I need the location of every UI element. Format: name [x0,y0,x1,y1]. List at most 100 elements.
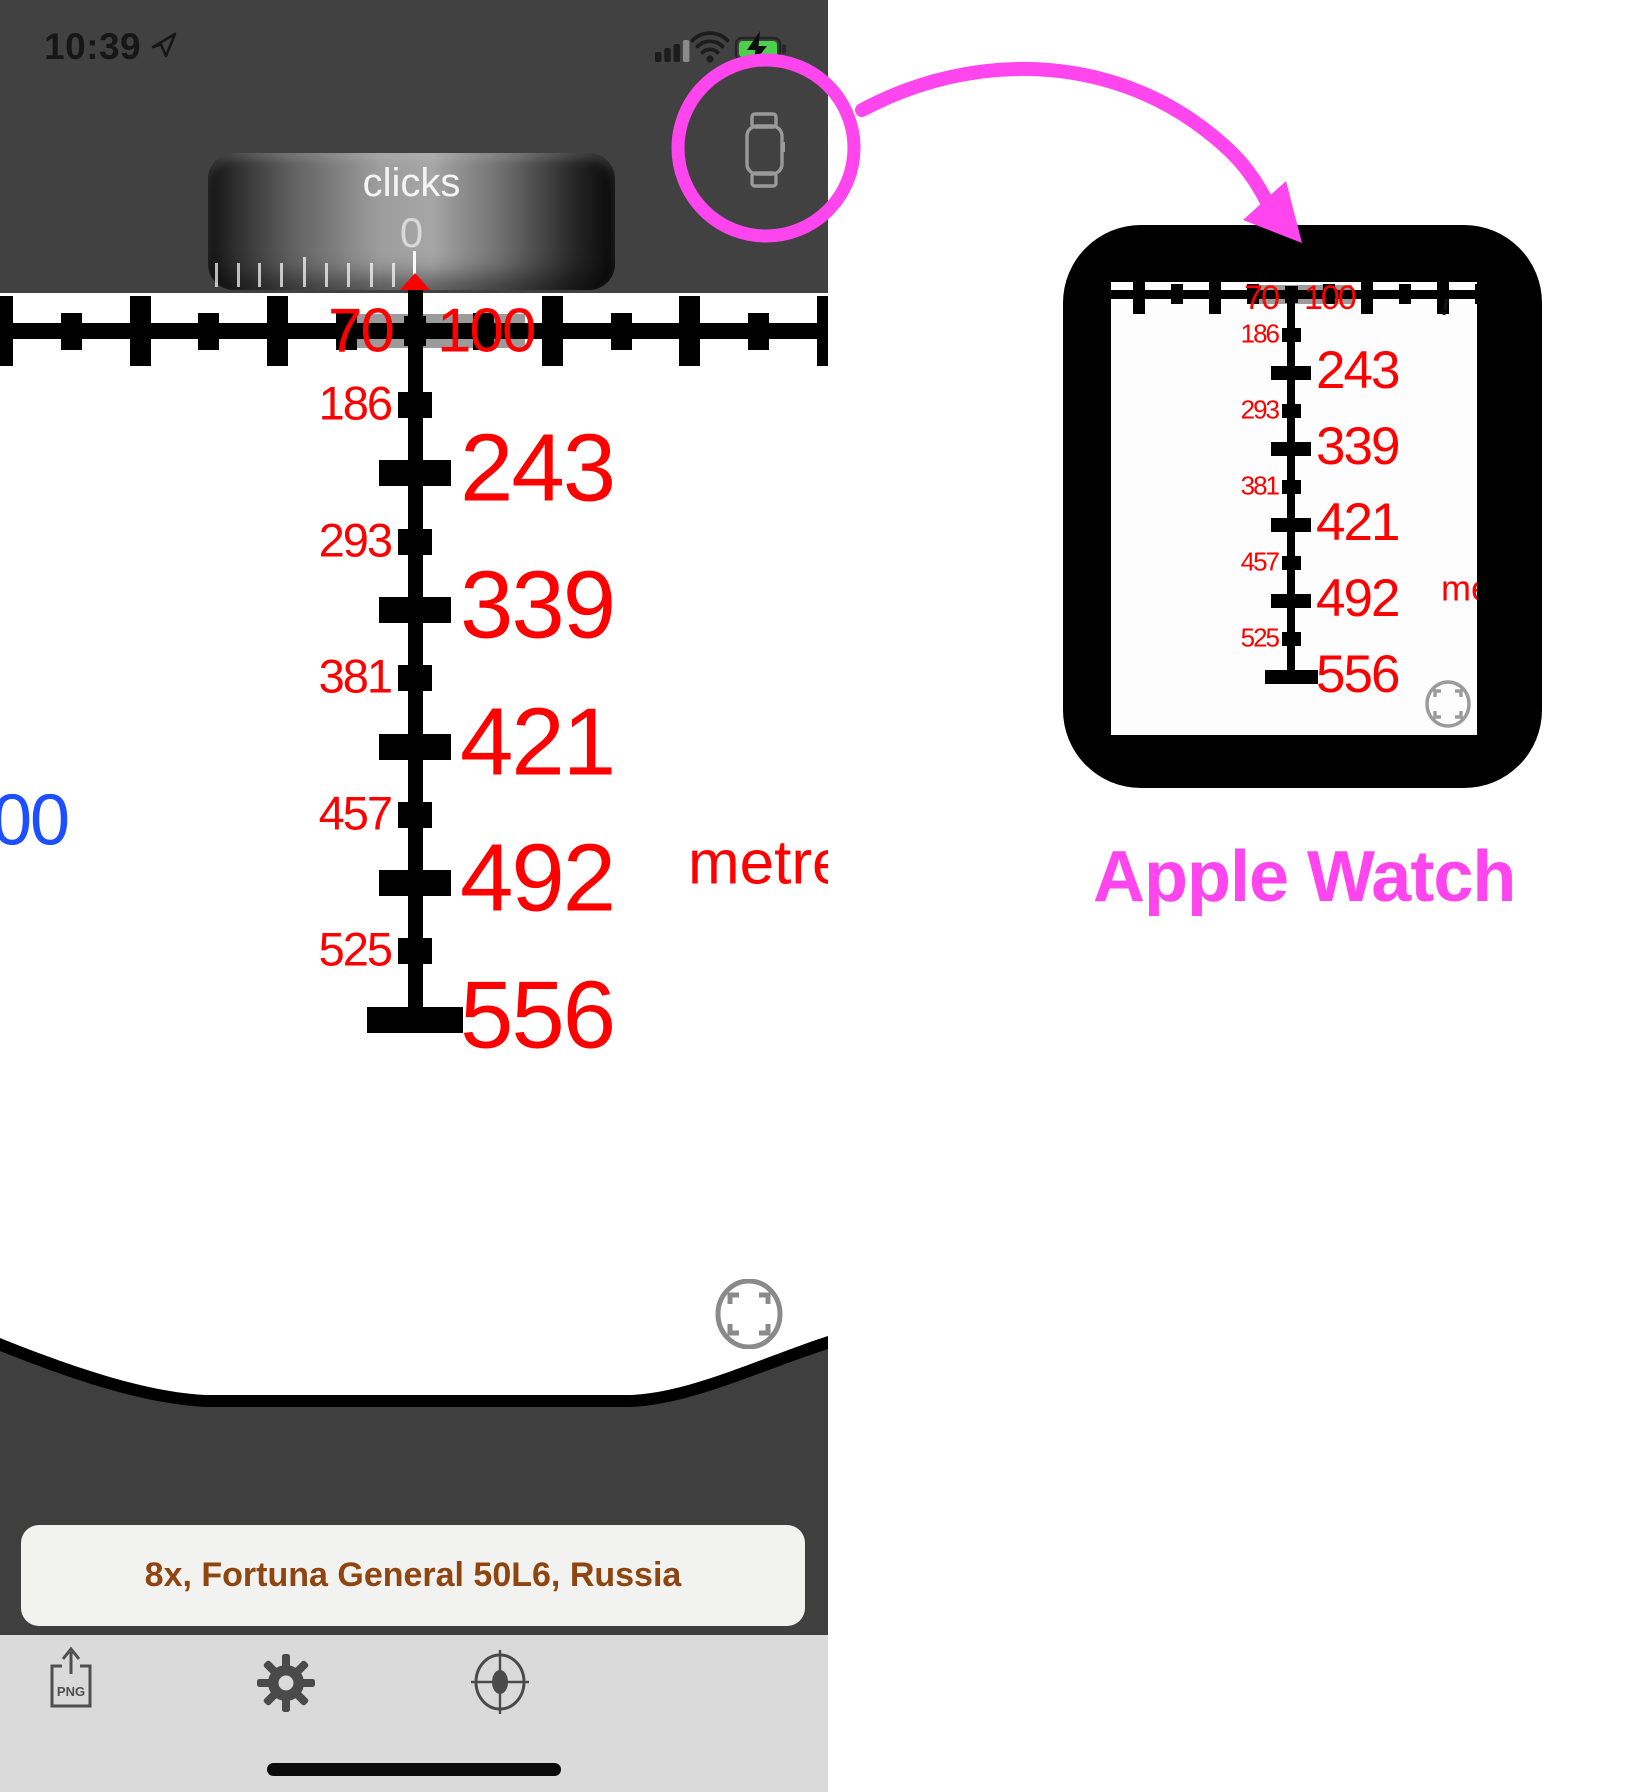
reticle-tick [61,312,82,350]
dial-tick [258,263,261,287]
reticle-tick [1281,328,1301,342]
iphone-screen: 10:39 [0,0,828,1792]
reticle-range-label: 186 [1240,318,1280,349]
reticle-tick [198,312,220,350]
reticle-range-label: 381 [1240,470,1280,501]
reticle-range-label: 293 [1240,394,1280,425]
battery-icon [734,31,786,64]
scope-info-button[interactable]: 8x, Fortuna General 50L6, Russia [21,1525,805,1626]
reticle-tick [1247,284,1259,304]
location-arrow-icon [151,32,177,58]
dial-tick [370,263,373,287]
reticle-tick [1171,284,1183,304]
dial-tick [280,263,283,287]
reticle-tick [1361,282,1373,314]
watch-fullscreen-icon [1425,680,1471,728]
dial-label: clicks [362,161,461,205]
reticle-tick [1133,282,1145,314]
reticle-tick [335,312,357,350]
reticle-display: 18624329333938142145749252555670100metre… [0,286,828,1068]
dial-tick [392,263,395,287]
reticle-h-label: 70 [328,296,395,366]
png-export-label: PNG [56,1684,86,1699]
reticle-tick [379,596,451,623]
reticle-range-label: 339 [460,551,616,659]
reticle-tick [816,296,828,366]
reticle-range-label: 556 [460,961,616,1069]
reticle-tick [679,296,701,366]
reticle-tick [1281,556,1301,570]
reticle-range-label: 293 [318,512,393,566]
reticle-tick [1264,670,1318,684]
reticle-tick [379,733,451,760]
reticle-range-label: 492 [460,824,616,932]
reticle-tick [398,665,432,692]
reticle-tick [1437,282,1449,314]
reticle-tick [541,296,563,366]
reticle-range-label: 243 [460,414,616,522]
reticle-tick [1281,632,1301,646]
reticle-tick [367,1006,463,1033]
reticle-h-label: 70 [1244,282,1280,317]
reticle-tick [1271,442,1311,456]
watch-caption: Apple Watch [1093,837,1516,917]
dial-value: 0 [399,209,424,256]
reticle-tick [473,312,495,350]
unit-label: metres [1441,567,1477,609]
wifi-icon [690,31,730,63]
reticle-range-label: 457 [1240,546,1280,577]
reticle-range-label: 525 [318,922,393,976]
reticle-tick [610,312,632,350]
watch-screen: 18624329333938142145749252555670100metre… [1111,282,1477,735]
reticle-range-label: 243 [1316,341,1400,401]
dial-tick [325,263,328,287]
reticle-tick [748,312,769,350]
reticle-tick [1475,284,1477,304]
status-time: 10:39 [44,26,142,67]
gear-icon [257,1654,315,1712]
reticle-tick [1209,282,1221,314]
reticle-range-label: 421 [1316,493,1400,553]
png-export-button[interactable] [44,1646,98,1710]
clicks-dial[interactable]: clicks 0 [208,153,615,290]
reticle-tick [0,296,14,366]
reticle-tick [1281,404,1301,418]
fullscreen-button[interactable] [714,1279,784,1349]
reticle-h-label: 100 [1304,282,1357,317]
watch-icon [745,112,785,188]
reticle-range-label: 525 [1240,622,1280,653]
reticle-tick [379,870,451,897]
reticle-tick [1271,594,1311,608]
signal-icon [655,40,690,62]
scope-info-label: 8x, Fortuna General 50L6, Russia [144,1556,682,1594]
reticle-tick [398,392,432,418]
settings-button[interactable] [255,1652,317,1714]
reticle-tick [129,296,151,366]
annotation-arrow [855,61,1274,209]
reticle-tick [1281,480,1301,494]
header-panel: 10:39 [0,0,828,293]
dial-tick [303,257,306,287]
reticle-tick [404,316,426,346]
export-png-icon [50,1646,92,1708]
apple-watch-mockup: 18624329333938142145749252555670100metre… [1063,225,1542,788]
reticle-tick [1271,366,1311,380]
dial-tick [215,263,218,287]
reticle-tick [398,801,432,828]
home-indicator[interactable] [267,1763,561,1776]
status-icons [655,31,786,64]
target-icon [471,1650,529,1714]
reticle-range-label: 421 [460,688,616,796]
dial-pointer [400,273,430,290]
viewfinder-icon [715,1279,783,1349]
reticle-tick [267,296,289,366]
reticle-select-button[interactable] [471,1650,529,1714]
edge-range-label: 00 [0,780,70,861]
reticle-tick [398,938,432,965]
dial-tick [413,251,416,287]
reticle-range-label: 556 [1316,645,1400,705]
reticle-tick [398,528,432,555]
watch-connect-button[interactable] [742,108,794,192]
reticle-tick [1323,284,1335,304]
reticle-tick [1399,284,1411,304]
